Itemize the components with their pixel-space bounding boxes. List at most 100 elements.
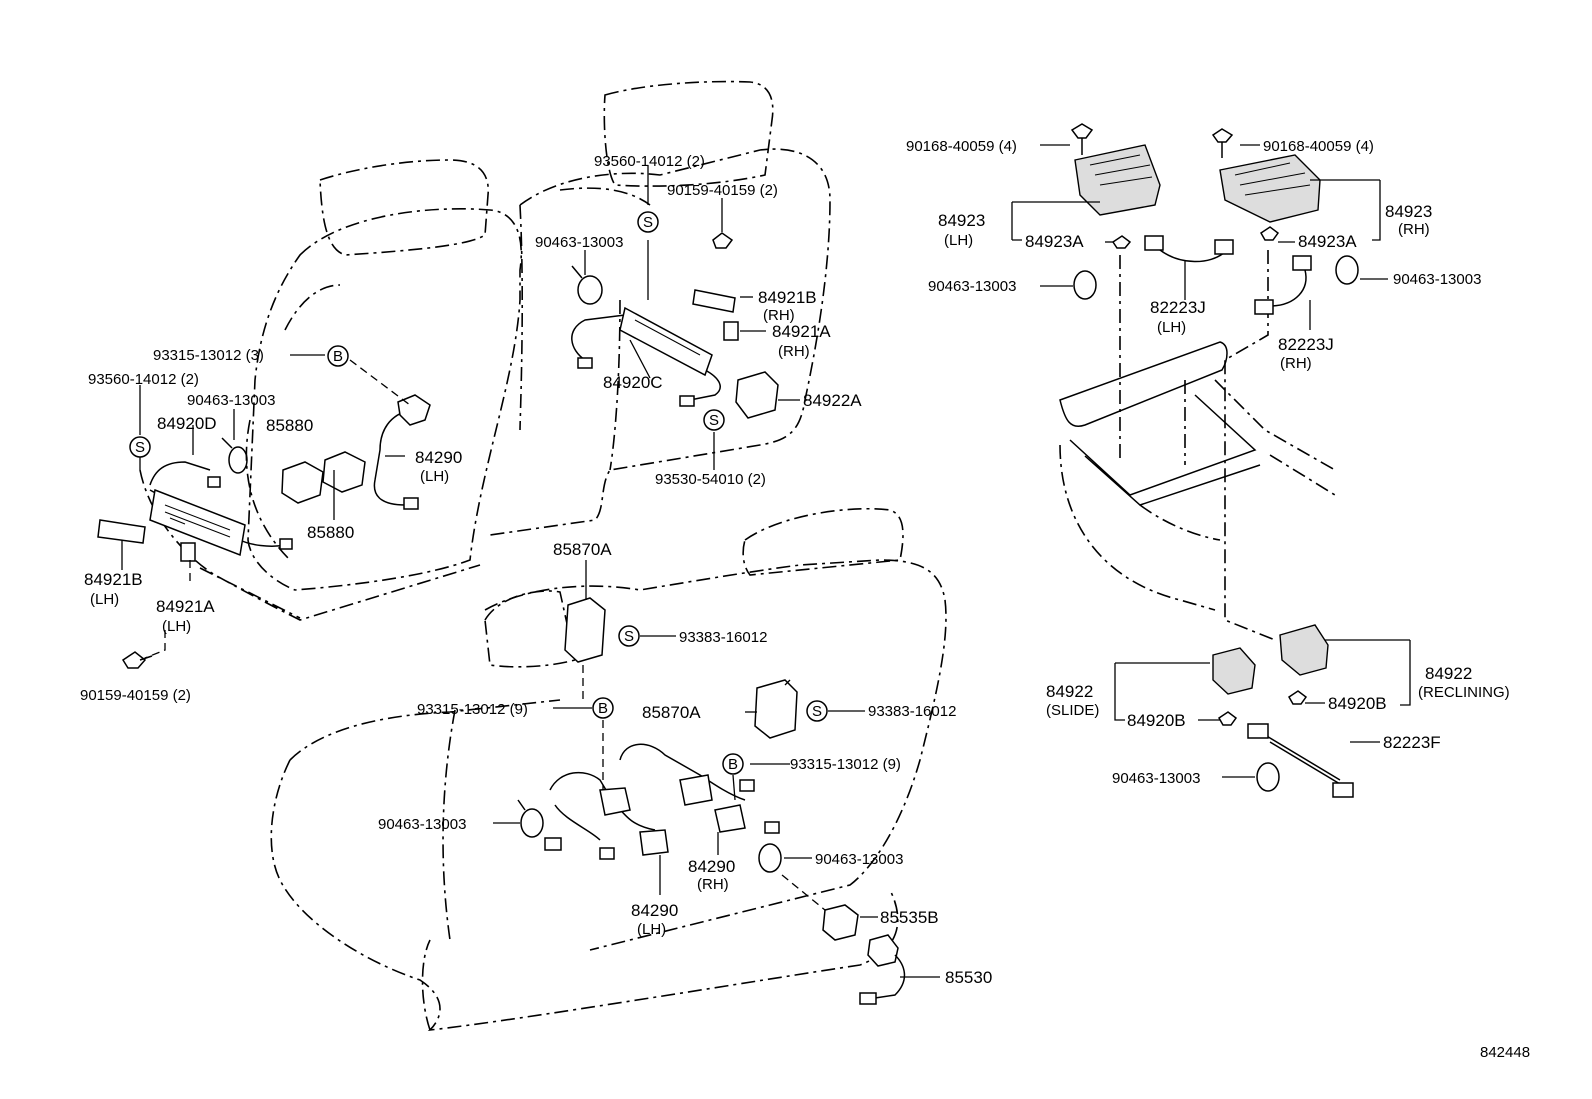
label-85870a-mid: 85870A bbox=[642, 703, 701, 722]
label-84921a-rh-side: (RH) bbox=[778, 343, 810, 360]
marker-b-front-b: B bbox=[722, 753, 744, 775]
harness-82223f-conn-a bbox=[1247, 723, 1269, 739]
harness-82223j-rh bbox=[1271, 269, 1307, 307]
connector-front-b bbox=[599, 847, 615, 860]
label-84290-rh-side: (RH) bbox=[697, 876, 729, 893]
harness-84290-blocks bbox=[599, 774, 746, 856]
console-lid bbox=[1069, 394, 1261, 506]
screw-90159-lh bbox=[121, 651, 153, 669]
connector-84920c-b bbox=[679, 395, 695, 407]
connector-84920d-end bbox=[279, 538, 293, 550]
label-90168-40059-rh: 90168-40059 (4) bbox=[1263, 138, 1374, 155]
diagram-id: 842448 bbox=[1480, 1044, 1530, 1061]
svg-text:B: B bbox=[728, 756, 738, 773]
connector-84923a-lh bbox=[1111, 235, 1132, 249]
label-85535b: 85535B bbox=[880, 908, 939, 927]
label-85880-a: 85880 bbox=[266, 416, 313, 435]
svg-text:S: S bbox=[812, 703, 822, 720]
clip-90463-upper-left bbox=[221, 437, 248, 474]
front-headrest-left bbox=[484, 590, 576, 668]
harness-82223j-lh bbox=[1159, 249, 1226, 263]
connector-84290-lh-end bbox=[403, 497, 419, 510]
clip-90463-front-left bbox=[517, 799, 544, 838]
label-84923-lh-side: (LH) bbox=[944, 232, 973, 249]
switch-84922-reclining bbox=[1279, 624, 1329, 676]
switch-base-84920d-ribs bbox=[164, 504, 231, 538]
clip-90463-right-c bbox=[1256, 762, 1280, 792]
marker-s-right-seat: S bbox=[703, 409, 725, 431]
label-84290-rh: 84290 bbox=[688, 857, 735, 876]
knob-84921a-rh bbox=[723, 321, 739, 341]
marker-b-front-a: B bbox=[592, 697, 614, 719]
label-84923-rh: 84923 bbox=[1385, 202, 1432, 221]
lighter-85530-wire bbox=[874, 954, 906, 999]
socket-85535b bbox=[822, 904, 859, 941]
right-seat-back-outline bbox=[489, 148, 831, 536]
label-84921b-rh: 84921B bbox=[758, 288, 817, 307]
screw-90159-rh bbox=[712, 232, 734, 249]
label-84922a: 84922A bbox=[803, 391, 862, 410]
screw-90168-rh bbox=[1211, 128, 1234, 158]
connector-front-d bbox=[739, 779, 755, 792]
knob-84921b-lh bbox=[97, 519, 146, 544]
front-seat-back-outline bbox=[484, 559, 947, 951]
clip-90463-right-a bbox=[1073, 270, 1097, 300]
label-84290-lh-front: 84290 bbox=[631, 901, 678, 920]
harness-84290-lh bbox=[373, 409, 411, 506]
label-90159-40159-top: 90159-40159 (2) bbox=[667, 182, 778, 199]
label-82223j-rh: 82223J bbox=[1278, 335, 1334, 354]
switch-base-84920c-ribs bbox=[634, 319, 701, 356]
label-93560-14012-left: 93560-14012 (2) bbox=[88, 371, 199, 388]
svg-text:S: S bbox=[709, 412, 719, 429]
screw-84920b-a bbox=[1288, 690, 1308, 705]
relay-85880-b bbox=[322, 451, 366, 493]
svg-text:S: S bbox=[135, 439, 145, 456]
harness-84290-front bbox=[549, 743, 746, 841]
seat-outlines bbox=[139, 80, 1336, 1032]
module-85870a-left bbox=[564, 597, 606, 663]
svg-text:B: B bbox=[598, 700, 608, 717]
label-85530: 85530 bbox=[945, 968, 992, 987]
relay-85880-a bbox=[281, 461, 324, 504]
switch-84922-slide bbox=[1212, 647, 1256, 695]
label-84921a-rh: 84921A bbox=[772, 322, 831, 341]
left-seat-back-inner bbox=[245, 284, 341, 561]
label-90463-13003-right-b: 90463-13003 bbox=[1393, 271, 1481, 288]
connector-84920d bbox=[207, 476, 221, 488]
front-headrest-right bbox=[742, 507, 904, 576]
label-84923-lh: 84923 bbox=[938, 211, 985, 230]
marker-s-front-b: S bbox=[806, 700, 828, 722]
harness-82223f bbox=[1264, 734, 1346, 788]
label-84920b-a: 84920B bbox=[1328, 694, 1387, 713]
label-84921b-lh: 84921B bbox=[84, 570, 143, 589]
connector-front-c bbox=[764, 821, 780, 834]
label-93315-13012-9-a: 93315-13012 (9) bbox=[417, 701, 528, 718]
label-84921a-lh: 84921A bbox=[156, 597, 215, 616]
connector-84920c-a bbox=[577, 357, 593, 369]
knob-84921a-lh bbox=[180, 542, 196, 562]
label-84920b-b: 84920B bbox=[1127, 711, 1186, 730]
console-dash-guide bbox=[1119, 250, 1276, 641]
harness-82223j-lh-conn-b bbox=[1214, 239, 1234, 255]
svg-text:S: S bbox=[624, 628, 634, 645]
switch-84923-rh-detail bbox=[1234, 162, 1311, 196]
label-93383-16012-a: 93383-16012 bbox=[679, 629, 767, 646]
left-headrest-outline bbox=[319, 159, 490, 256]
clip-90463-front-right bbox=[758, 843, 782, 873]
label-84922-slide: 84922 bbox=[1046, 682, 1093, 701]
markers: S B S S S B S B bbox=[129, 211, 828, 775]
console-body bbox=[1059, 379, 1336, 611]
harness-82223j-rh-conn-a bbox=[1254, 299, 1274, 315]
label-84921b-lh-side: (LH) bbox=[90, 591, 119, 608]
label-85880-b: 85880 bbox=[307, 523, 354, 542]
right-headrest-outline bbox=[603, 80, 774, 187]
label-82223j-rh-side: (RH) bbox=[1280, 355, 1312, 372]
switch-base-84920d bbox=[149, 488, 246, 557]
label-90463-13003-front-right: 90463-13003 bbox=[815, 851, 903, 868]
label-82223f: 82223F bbox=[1383, 733, 1441, 752]
label-93315-13012-9-b: 93315-13012 (9) bbox=[790, 756, 901, 773]
console-outline bbox=[1059, 341, 1228, 427]
label-84923a-rh: 84923A bbox=[1298, 232, 1357, 251]
switch-84923-rh bbox=[1219, 154, 1321, 223]
label-84922-reclining-side: (RECLINING) bbox=[1418, 684, 1510, 701]
